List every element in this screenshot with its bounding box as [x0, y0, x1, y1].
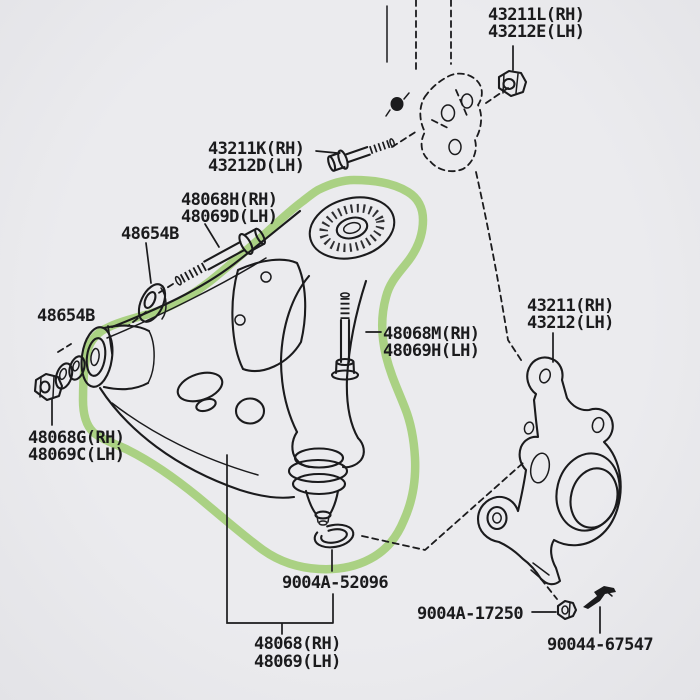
label-arm-front-nut-line2: 48069C(LH) [28, 445, 124, 465]
arm-front-nut-drawing [33, 372, 64, 402]
leader-retainer-lower [107, 325, 113, 355]
labels: 43211L(RH) 43212E(LH) 43211K(RH) 43212D(… [28, 5, 654, 672]
label-cotter-pin: 90044-67547 [547, 635, 653, 655]
steering-knuckle-drawing [476, 356, 622, 586]
label-knuckle-line2: 43212(LH) [527, 313, 614, 333]
label-retainer-upper: 48654B [121, 224, 179, 244]
label-arm-assembly-line1: 48068(RH) [254, 634, 341, 654]
label-strut-nut-line2: 43212E(LH) [488, 22, 584, 42]
leader-strut-to-knuckle [475, 171, 524, 364]
leader-bolt-to-bracket [391, 130, 418, 148]
ball-joint-drawing [287, 447, 349, 526]
front-bushing-drawing [80, 324, 155, 391]
castle-nut-drawing [556, 599, 578, 621]
label-arm-front-bolt-line1: 48068H(RH) [181, 190, 277, 210]
arm-front-bolt-drawing [174, 227, 266, 286]
strut-nut-drawing [497, 69, 528, 98]
retainer-washer-lower-drawing [54, 355, 86, 390]
label-arm-assembly-line2: 48069(LH) [254, 652, 341, 672]
label-arm-rear-bolt-line1: 48068M(RH) [383, 324, 479, 344]
strut-bolt-drawing [327, 138, 396, 172]
strut-reference-lines [386, 0, 452, 72]
arm-rear-bolt-drawing [330, 292, 360, 381]
label-strut-bolt-line2: 43212D(LH) [208, 156, 304, 176]
lower-control-arm-drawing [80, 196, 396, 526]
label-strut-bolt-line1: 43211K(RH) [208, 139, 304, 159]
leader-washer-dashes-a [156, 283, 174, 295]
leader-arm-assembly [226, 454, 334, 635]
label-arm-rear-bolt-line2: 48069H(LH) [383, 341, 479, 361]
label-arm-front-nut-line1: 48068G(RH) [28, 428, 124, 448]
label-strut-nut-line1: 43211L(RH) [488, 5, 584, 25]
leader-retainer-upper [145, 242, 152, 284]
cotter-pin-drawing [583, 586, 616, 609]
leader-nut-to-bracket [485, 87, 509, 104]
label-knuckle-nut: 9004A-17250 [417, 604, 523, 624]
leader-strut-bolt [315, 150, 338, 154]
label-knuckle-line1: 43211(RH) [527, 296, 614, 316]
strut-bracket-drawing [385, 72, 483, 173]
leader-arm-front-bolt [204, 223, 220, 248]
label-retainer-lower: 48654B [37, 306, 95, 326]
leader-knuckle-to-nut [540, 578, 558, 600]
label-ball-joint-ring: 9004A-52096 [282, 573, 388, 593]
label-arm-front-bolt-line2: 48069D(LH) [181, 207, 277, 227]
leader-washer-dashes-c [57, 343, 72, 353]
rear-bushing-drawing [308, 196, 396, 260]
snap-ring-drawing [313, 523, 355, 549]
leader-balljoint-to-knuckle [361, 462, 524, 551]
